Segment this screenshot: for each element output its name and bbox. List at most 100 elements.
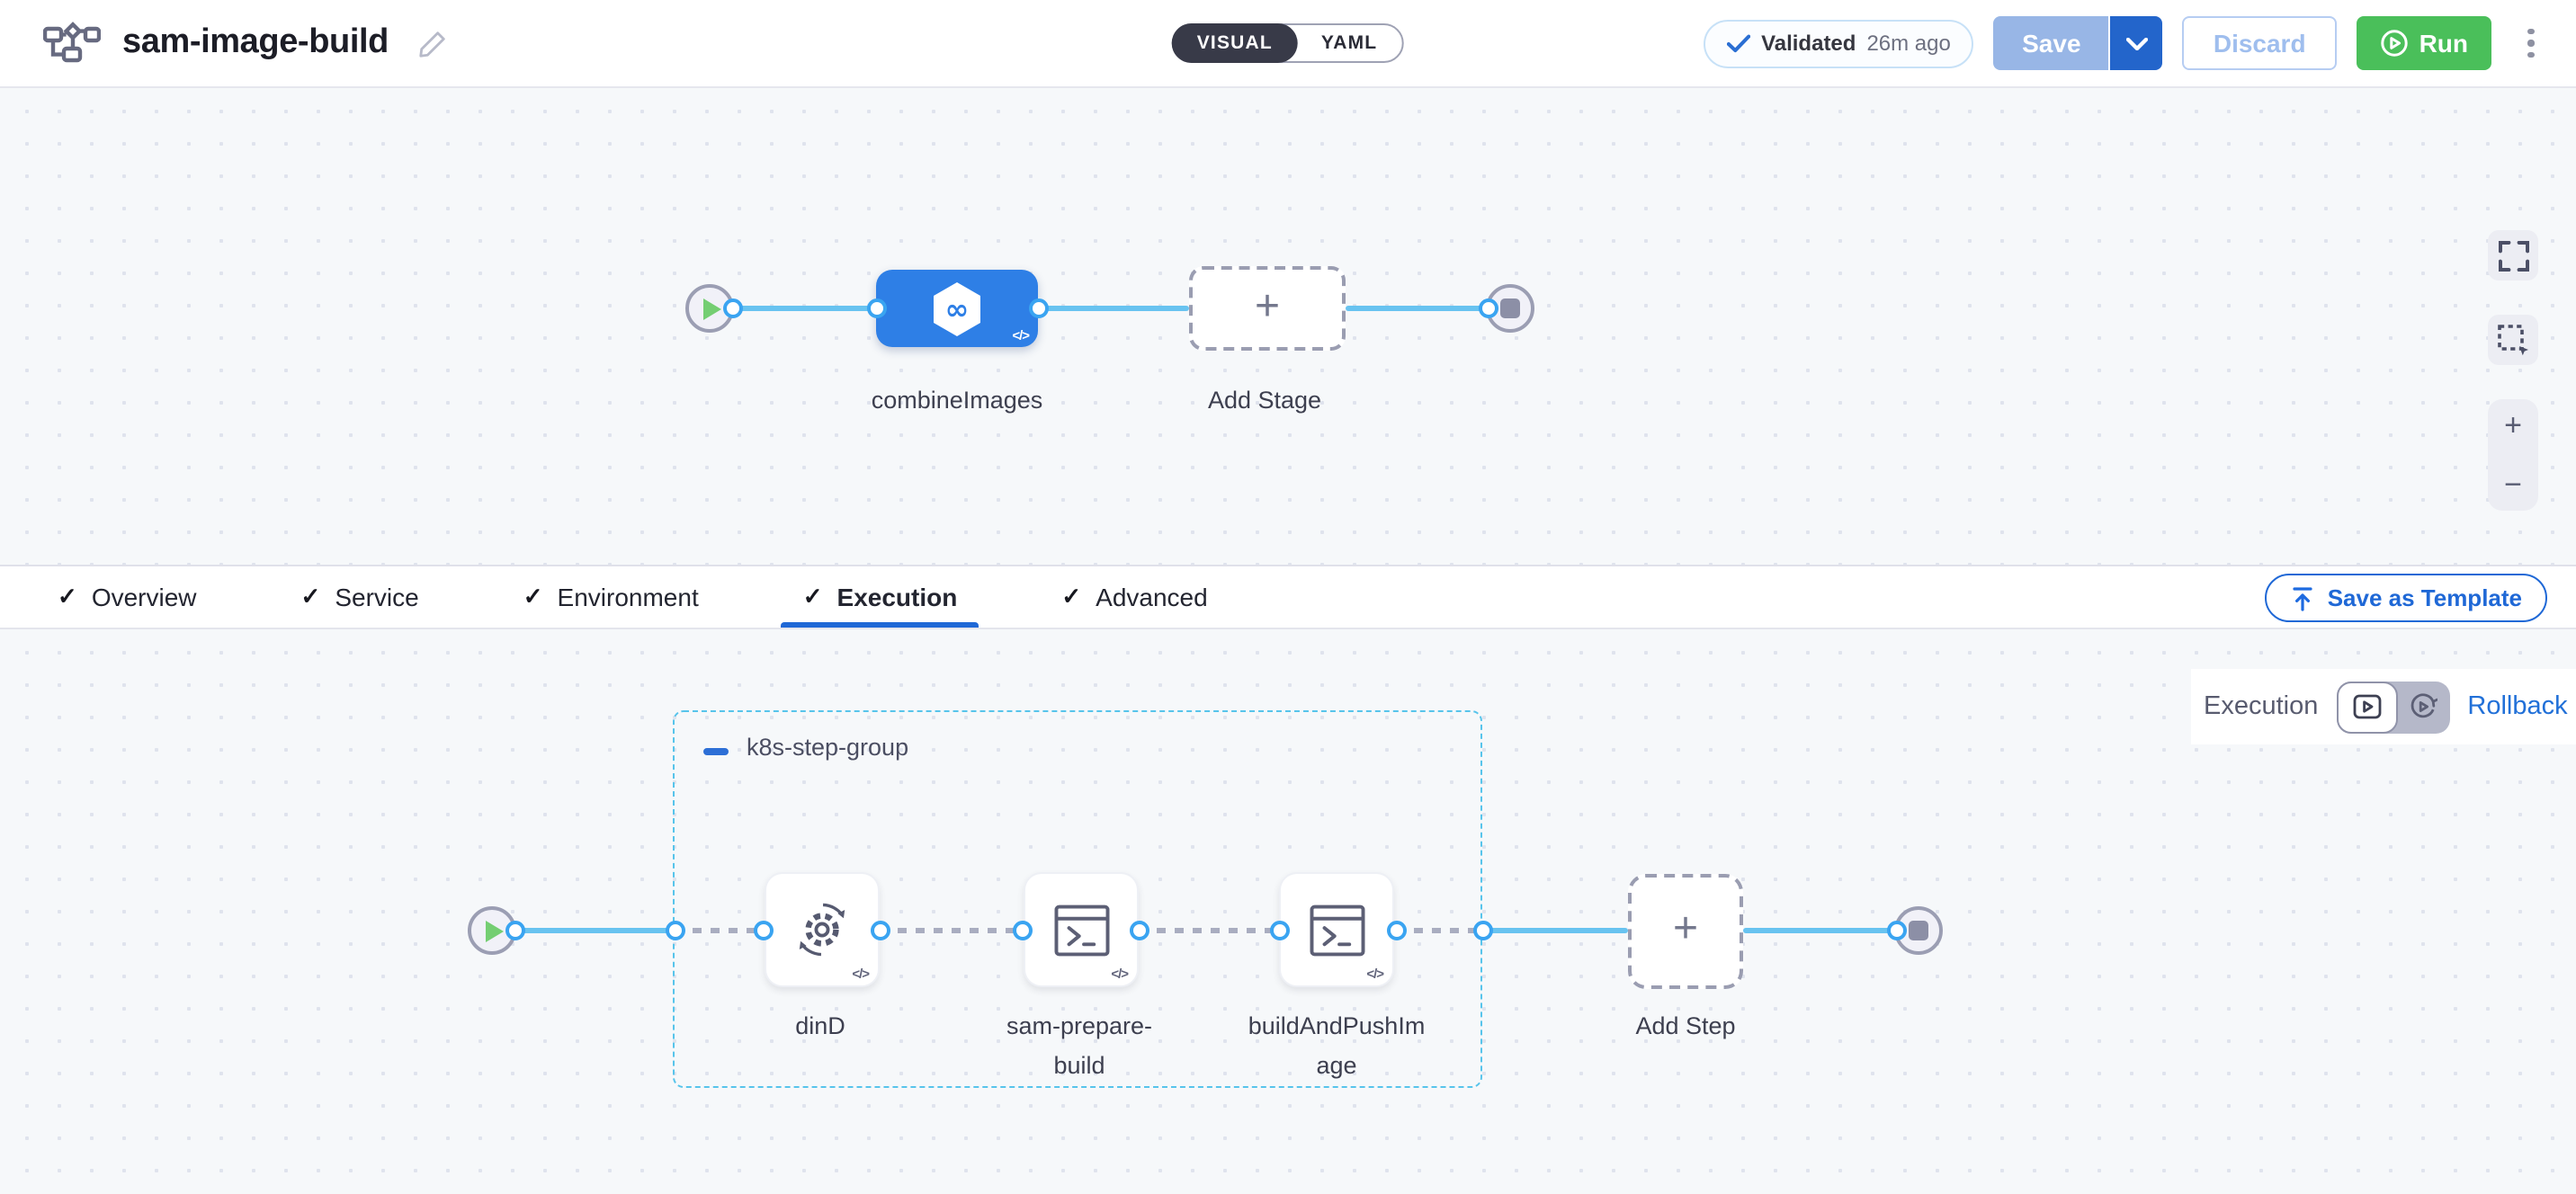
config-tabs: ✓ Overview ✓ Service ✓ Environment ✓ Exe… (54, 566, 1212, 628)
collapse-group-icon[interactable] (703, 748, 729, 755)
wire (1346, 306, 1488, 311)
start-play-icon (486, 920, 504, 941)
wire (514, 928, 675, 933)
execution-mode-segment[interactable] (2336, 681, 2398, 733)
connector-port[interactable] (870, 921, 890, 940)
rollback-icon (2409, 692, 2438, 721)
end-stop-icon (1909, 921, 1928, 940)
check-icon: ✓ (802, 583, 823, 610)
more-options-button[interactable] (2511, 16, 2551, 70)
check-icon: ✓ (523, 583, 543, 610)
kebab-icon (2527, 28, 2535, 35)
step-card-dind[interactable]: </> (765, 872, 880, 987)
tab-environment[interactable]: ✓ Environment (523, 583, 699, 611)
tab-overview[interactable]: ✓ Overview (58, 583, 197, 611)
tab-execution[interactable]: ✓ Execution (781, 566, 979, 628)
multi-select-button[interactable] (2488, 315, 2538, 365)
fullscreen-icon (2498, 240, 2528, 271)
play-box-icon (2352, 694, 2381, 719)
ci-stage-icon: ∞ (930, 280, 984, 337)
yaml-mode-button[interactable]: YAML (1296, 25, 1402, 61)
save-button[interactable]: Save (1993, 16, 2109, 70)
run-label: Run (2419, 29, 2468, 58)
save-split-button: Save (1993, 16, 2163, 70)
tab-advanced[interactable]: ✓ Advanced (1061, 583, 1208, 611)
stage-card-combineimages[interactable]: ∞ </> (876, 270, 1038, 347)
plus-icon: + (1254, 281, 1280, 330)
visual-yaml-toggle: VISUAL YAML (1171, 23, 1405, 63)
wire (1038, 306, 1189, 311)
code-badge-icon: </> (852, 966, 870, 982)
validated-check-icon (1727, 33, 1751, 53)
save-as-template-label: Save as Template (2327, 584, 2522, 611)
connector-port[interactable] (722, 298, 742, 318)
sync-gear-icon (790, 897, 854, 962)
edit-title-button[interactable] (417, 28, 448, 58)
connector-port[interactable] (753, 921, 773, 940)
connector-port[interactable] (1386, 921, 1406, 940)
connector-port[interactable] (1129, 921, 1149, 940)
upload-icon (2290, 585, 2315, 610)
connector-port[interactable] (1012, 921, 1032, 940)
pencil-icon (417, 28, 448, 58)
title-wrap: sam-image-build (43, 22, 448, 65)
canvas-controls: + − (2488, 230, 2538, 511)
wire-dashed (1139, 928, 1279, 933)
connector-port[interactable] (665, 921, 684, 940)
end-stop-icon (1500, 298, 1520, 318)
connector-port[interactable] (1478, 298, 1498, 318)
connector-port[interactable] (1472, 921, 1492, 940)
step-label: sam-prepare-build (1006, 1012, 1153, 1079)
validated-badge[interactable]: Validated 26m ago (1704, 19, 1974, 67)
execution-canvas[interactable]: Execution (0, 629, 2576, 1194)
visual-mode-button[interactable]: VISUAL (1171, 23, 1298, 63)
code-badge-icon: </> (1111, 966, 1129, 982)
tab-service[interactable]: ✓ Service (300, 583, 419, 611)
check-icon: ✓ (300, 583, 321, 610)
page-title: sam-image-build (122, 23, 389, 61)
wire (1482, 928, 1628, 933)
rollback-mode-segment[interactable] (2397, 681, 2449, 733)
zoom-controls: + − (2488, 399, 2538, 511)
fullscreen-button[interactable] (2488, 230, 2538, 281)
discard-button[interactable]: Discard (2182, 16, 2337, 70)
add-step-button[interactable]: + (1628, 874, 1743, 989)
check-icon: ✓ (1061, 583, 1082, 610)
add-stage-button[interactable]: + (1189, 266, 1346, 351)
wire-dashed (880, 928, 1022, 933)
save-as-template-button[interactable]: Save as Template (2264, 574, 2547, 622)
step-card-buildandpushimage[interactable]: </> (1279, 872, 1394, 987)
rollback-link[interactable]: Rollback (2467, 692, 2568, 721)
terminal-icon (1053, 904, 1109, 956)
validated-time: 26m ago (1866, 31, 1951, 56)
plus-icon: + (1672, 904, 1698, 953)
connector-port[interactable] (866, 298, 886, 318)
header-actions: Validated 26m ago Save Discard (1704, 16, 2551, 70)
wire (732, 306, 876, 311)
svg-text:∞: ∞ (945, 291, 970, 325)
save-dropdown-button[interactable] (2108, 16, 2163, 70)
zoom-in-button[interactable]: + (2504, 408, 2522, 442)
wire (1743, 928, 1896, 933)
connector-port[interactable] (1269, 921, 1289, 940)
step-group-box[interactable] (673, 710, 1482, 1088)
step-label: buildAndPushImage (1248, 1012, 1426, 1079)
chevron-down-icon (2125, 37, 2148, 49)
run-button[interactable]: Run (2356, 16, 2491, 70)
execution-rollback-switch: Execution (2191, 669, 2576, 744)
connector-port[interactable] (1028, 298, 1048, 318)
validated-label: Validated (1761, 31, 1856, 56)
pipeline-icon (43, 22, 101, 65)
connector-port[interactable] (505, 921, 524, 940)
execution-end-node[interactable] (1894, 906, 1943, 955)
marquee-select-icon (2497, 324, 2529, 356)
step-card-sam-prepare-build[interactable]: </> (1024, 872, 1139, 987)
header: sam-image-build VISUAL YAML Val (0, 0, 2576, 88)
step-group-name: k8s-step-group (747, 734, 909, 761)
stage-canvas[interactable]: ∞ </> + combineImages Add Stage (0, 88, 2576, 565)
zoom-out-button[interactable]: − (2504, 468, 2522, 502)
wire-dashed (675, 928, 763, 933)
code-badge-icon: </> (1366, 966, 1384, 982)
connector-port[interactable] (1886, 921, 1906, 940)
